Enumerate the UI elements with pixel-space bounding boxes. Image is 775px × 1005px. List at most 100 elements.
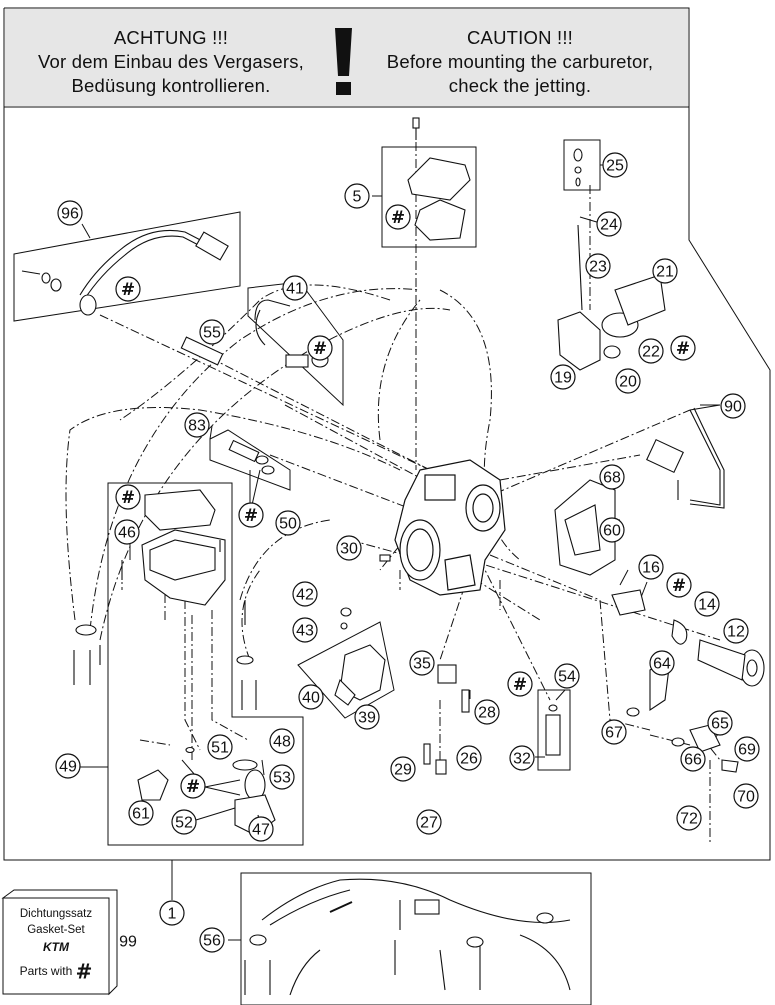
frame-5 [381,146,477,248]
callout-51: 51 [207,734,233,760]
warning-english-title: CAUTION !!! [466,27,573,48]
callout-1: 1 [159,900,185,926]
warning-german-title: ACHTUNG !!! [113,27,229,48]
callout-54: 54 [554,663,580,689]
callout-number: 72 [680,811,698,828]
hash-symbol: # [513,675,527,695]
callout-19: 19 [550,364,576,390]
callout-number: 70 [737,789,755,806]
callout-number: 42 [296,587,314,604]
frame-96 [13,211,241,322]
callout-number: 35 [413,656,431,673]
callout-65: 65 [707,710,733,736]
hash-symbol: # [186,777,200,797]
frame-83 [209,429,291,491]
gasket-set-marker: # [670,335,696,361]
callout-5: 5 [344,183,370,209]
callout-29: 29 [390,756,416,782]
callout-number: 55 [203,325,221,342]
throttle-position-sensor [554,479,620,576]
callout-22: 22 [638,338,664,364]
callout-number: 23 [589,259,607,276]
carburetor-top-cover [407,117,471,241]
callout-20: 20 [615,368,641,394]
hash-symbol: # [391,208,405,228]
callout-number: 65 [711,716,729,733]
callout-number: 26 [460,751,478,768]
callout-number: 32 [513,751,531,768]
gasket-set-marker: # [115,276,141,302]
gasket-set-parts-with: Parts with [19,964,73,978]
callout-number: 22 [642,344,660,361]
callout-90: 90 [720,393,746,419]
hash-symbol: # [244,506,258,526]
hash-symbol: # [672,576,686,596]
callout-number: 40 [302,690,320,707]
callout-56: 56 [199,927,225,953]
gasket-set-marker: # [238,502,264,528]
gasket-set-line1: Dichtungssatz [19,908,93,920]
callout-32: 32 [509,745,535,771]
callout-number: 5 [353,189,362,206]
callout-67: 67 [601,719,627,745]
callout-number: 30 [340,541,358,558]
gasket-set-marker: # [180,773,206,799]
frame-56 [240,872,592,1005]
callout-number: 69 [738,742,756,759]
callout-21: 21 [652,258,678,284]
callout-28: 28 [474,699,500,725]
callout-52: 52 [171,809,197,835]
callout-number: 50 [279,516,297,533]
callout-40: 40 [298,684,324,710]
carburetor-body [394,459,506,596]
callout-number: 19 [554,370,572,387]
callout-49: 49 [55,753,81,779]
callout-35: 35 [409,650,435,676]
callout-43: 43 [292,617,318,643]
callout-50: 50 [275,510,301,536]
callout-number: 54 [558,669,576,686]
ktm-logo: KTM [43,940,69,954]
callout-number: 83 [188,418,206,435]
left-vent-hoses [73,624,257,710]
warning-english: CAUTION !!! Before mounting the carburet… [356,26,684,98]
callout-83: 83 [184,412,210,438]
callout-69: 69 [734,736,760,762]
callout-99: 99 [119,934,137,951]
vent-hoses [244,878,571,996]
gasket-set-marker: # [307,335,333,361]
callout-26: 26 [456,745,482,771]
callout-number: 16 [642,560,660,577]
callout-leaders [80,164,721,941]
gasket-set-marker: # [507,671,533,697]
callout-96: 96 [57,200,83,226]
callout-72: 72 [676,805,702,831]
warning-german-line2: Bedüsung kontrollieren. [71,75,271,96]
callout-number: 21 [656,264,674,281]
callout-47: 47 [248,816,274,842]
fuel-inlet-hoses [180,299,329,475]
callout-number: 14 [698,597,716,614]
callout-55: 55 [199,319,225,345]
gasket-set-line3: Parts with # [3,961,109,981]
gasket-set-marker: # [666,572,692,598]
hash-symbol: # [313,339,327,359]
callout-16: 16 [638,554,664,580]
warning-german: ACHTUNG !!! Vor dem Einbau des Vergasers… [10,26,332,98]
gasket-set-marker: # [385,204,411,230]
throttle-cables [646,407,725,509]
gasket-set-line2: Gasket-Set [27,924,85,936]
callout-number: 28 [478,705,496,722]
callout-number: 67 [605,725,623,742]
callout-number: 24 [600,217,618,234]
hash-symbol: # [121,488,135,508]
callout-25: 25 [602,152,628,178]
gasket-set-box-depth [1,889,118,996]
callout-number: 68 [603,470,621,487]
callout-number: 43 [296,623,314,640]
frame-32 [537,689,571,771]
callout-39: 39 [354,704,380,730]
callout-number: 64 [653,656,671,673]
callout-number: 60 [603,523,621,540]
